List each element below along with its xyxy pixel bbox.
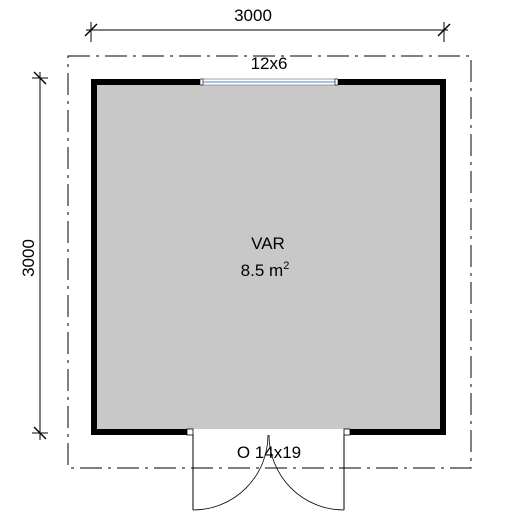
wall-top-left bbox=[91, 79, 201, 85]
window: 12x6 bbox=[199, 54, 339, 86]
door-label: O 14x19 bbox=[237, 443, 301, 462]
wall-right bbox=[440, 79, 446, 435]
top-dimension: 3000 bbox=[84, 6, 451, 42]
dash-dot-outline bbox=[67, 55, 472, 469]
wall-bottom-right bbox=[346, 429, 446, 435]
left-dimension: 3000 bbox=[19, 71, 48, 440]
door-swing-right bbox=[268, 434, 345, 511]
left-dimension-label: 3000 bbox=[19, 239, 38, 277]
top-dimension-label: 3000 bbox=[234, 6, 272, 25]
door: O 14x19 bbox=[186, 428, 351, 511]
wall-top-right bbox=[337, 79, 446, 85]
wall-left bbox=[91, 79, 97, 435]
room-area: 8.5 m2 bbox=[241, 260, 290, 280]
room-area-unit-superscript: 2 bbox=[283, 260, 289, 272]
room-floor bbox=[96, 84, 441, 430]
door-swing-left bbox=[192, 434, 269, 511]
walls bbox=[91, 79, 446, 435]
room-name: VAR bbox=[251, 234, 285, 253]
window-label: 12x6 bbox=[251, 54, 288, 73]
room-label: VAR 8.5 m2 bbox=[241, 234, 290, 280]
wall-bottom-left bbox=[91, 429, 191, 435]
door-opening bbox=[191, 429, 346, 435]
room-area-value: 8.5 m bbox=[241, 261, 284, 280]
